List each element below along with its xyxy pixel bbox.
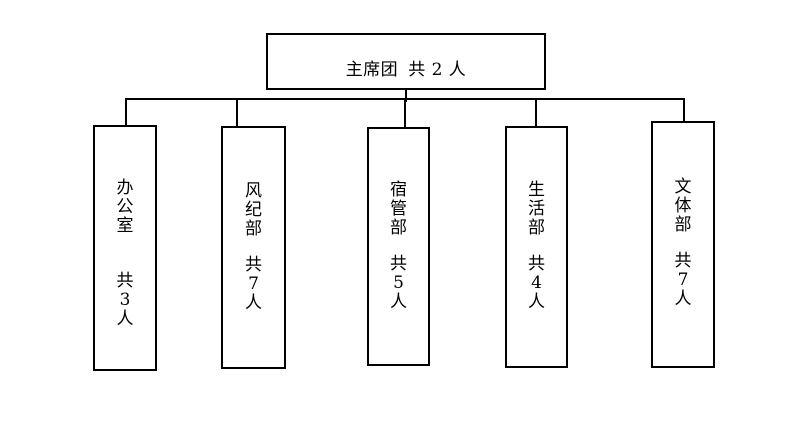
dept-count-part: 5 [393, 273, 404, 293]
root-node-name: 主席团 [345, 60, 399, 80]
dept-count-part: 7 [248, 274, 259, 294]
dept-name-char: 公 [116, 197, 134, 217]
dept-node-culture-sports: 文 体 部 共 7 人 [651, 121, 715, 368]
dept-count-part: 7 [677, 270, 689, 290]
dept-name-char: 文 [674, 177, 692, 197]
root-node-count: 共 2 人 [408, 60, 467, 80]
dept-count-part: 人 [674, 289, 692, 309]
dept-name-char: 风 [245, 181, 262, 201]
dept-name: 宿 管 部 [390, 181, 407, 238]
branch-line-2 [236, 99, 238, 126]
dept-count-part: 共 [674, 251, 692, 271]
dept-count-part: 4 [531, 273, 542, 293]
dept-name-char: 管 [390, 199, 407, 219]
dept-name-char: 部 [245, 219, 262, 239]
dept-count-part: 共 [528, 254, 545, 274]
dept-name-char: 活 [528, 199, 545, 219]
dept-name: 风 纪 部 [245, 182, 262, 239]
dept-count: 共 5 人 [390, 255, 407, 312]
dept-count-part: 人 [116, 309, 134, 329]
dept-name-char: 部 [674, 215, 692, 235]
dept-node-discipline: 风 纪 部 共 7 人 [221, 126, 286, 369]
dept-name-char: 室 [116, 216, 134, 236]
dept-name: 办 公 室 [117, 179, 134, 236]
dept-name-char: 办 [116, 178, 134, 198]
dept-count: 共 7 人 [245, 256, 262, 313]
dept-count-part: 人 [245, 293, 262, 313]
dept-count: 共 4 人 [528, 255, 545, 312]
dept-count-part: 3 [119, 290, 131, 310]
dept-count-part: 人 [390, 292, 407, 312]
dept-node-life: 生 活 部 共 4 人 [505, 126, 568, 368]
branch-line-4 [535, 99, 537, 127]
dept-count-part: 共 [390, 254, 407, 274]
branch-line-3 [404, 100, 406, 128]
dept-name-char: 体 [674, 196, 692, 216]
dept-count: 共 3 人 [117, 272, 134, 329]
dept-count: 共 7 人 [675, 252, 692, 309]
dept-count-part: 人 [528, 292, 545, 312]
dept-name-char: 宿 [390, 180, 407, 200]
dept-count-part: 共 [116, 271, 134, 291]
dept-name-char: 纪 [245, 200, 262, 220]
dept-node-dormitory: 宿 管 部 共 5 人 [367, 127, 430, 366]
dept-name-char: 部 [390, 218, 407, 238]
dept-name: 文 体 部 [675, 178, 692, 235]
horizontal-bus-line [125, 98, 685, 100]
dept-name-char: 部 [528, 218, 545, 238]
dept-count-part: 共 [245, 255, 262, 275]
branch-line-5 [683, 99, 685, 122]
root-node-box: 主席团 共 2 人 [266, 33, 546, 90]
dept-node-office: 办 公 室 共 3 人 [93, 125, 157, 371]
root-stem-line [405, 90, 407, 102]
dept-name: 生 活 部 [528, 181, 545, 238]
branch-line-1 [125, 99, 127, 126]
dept-name-char: 生 [528, 180, 545, 200]
